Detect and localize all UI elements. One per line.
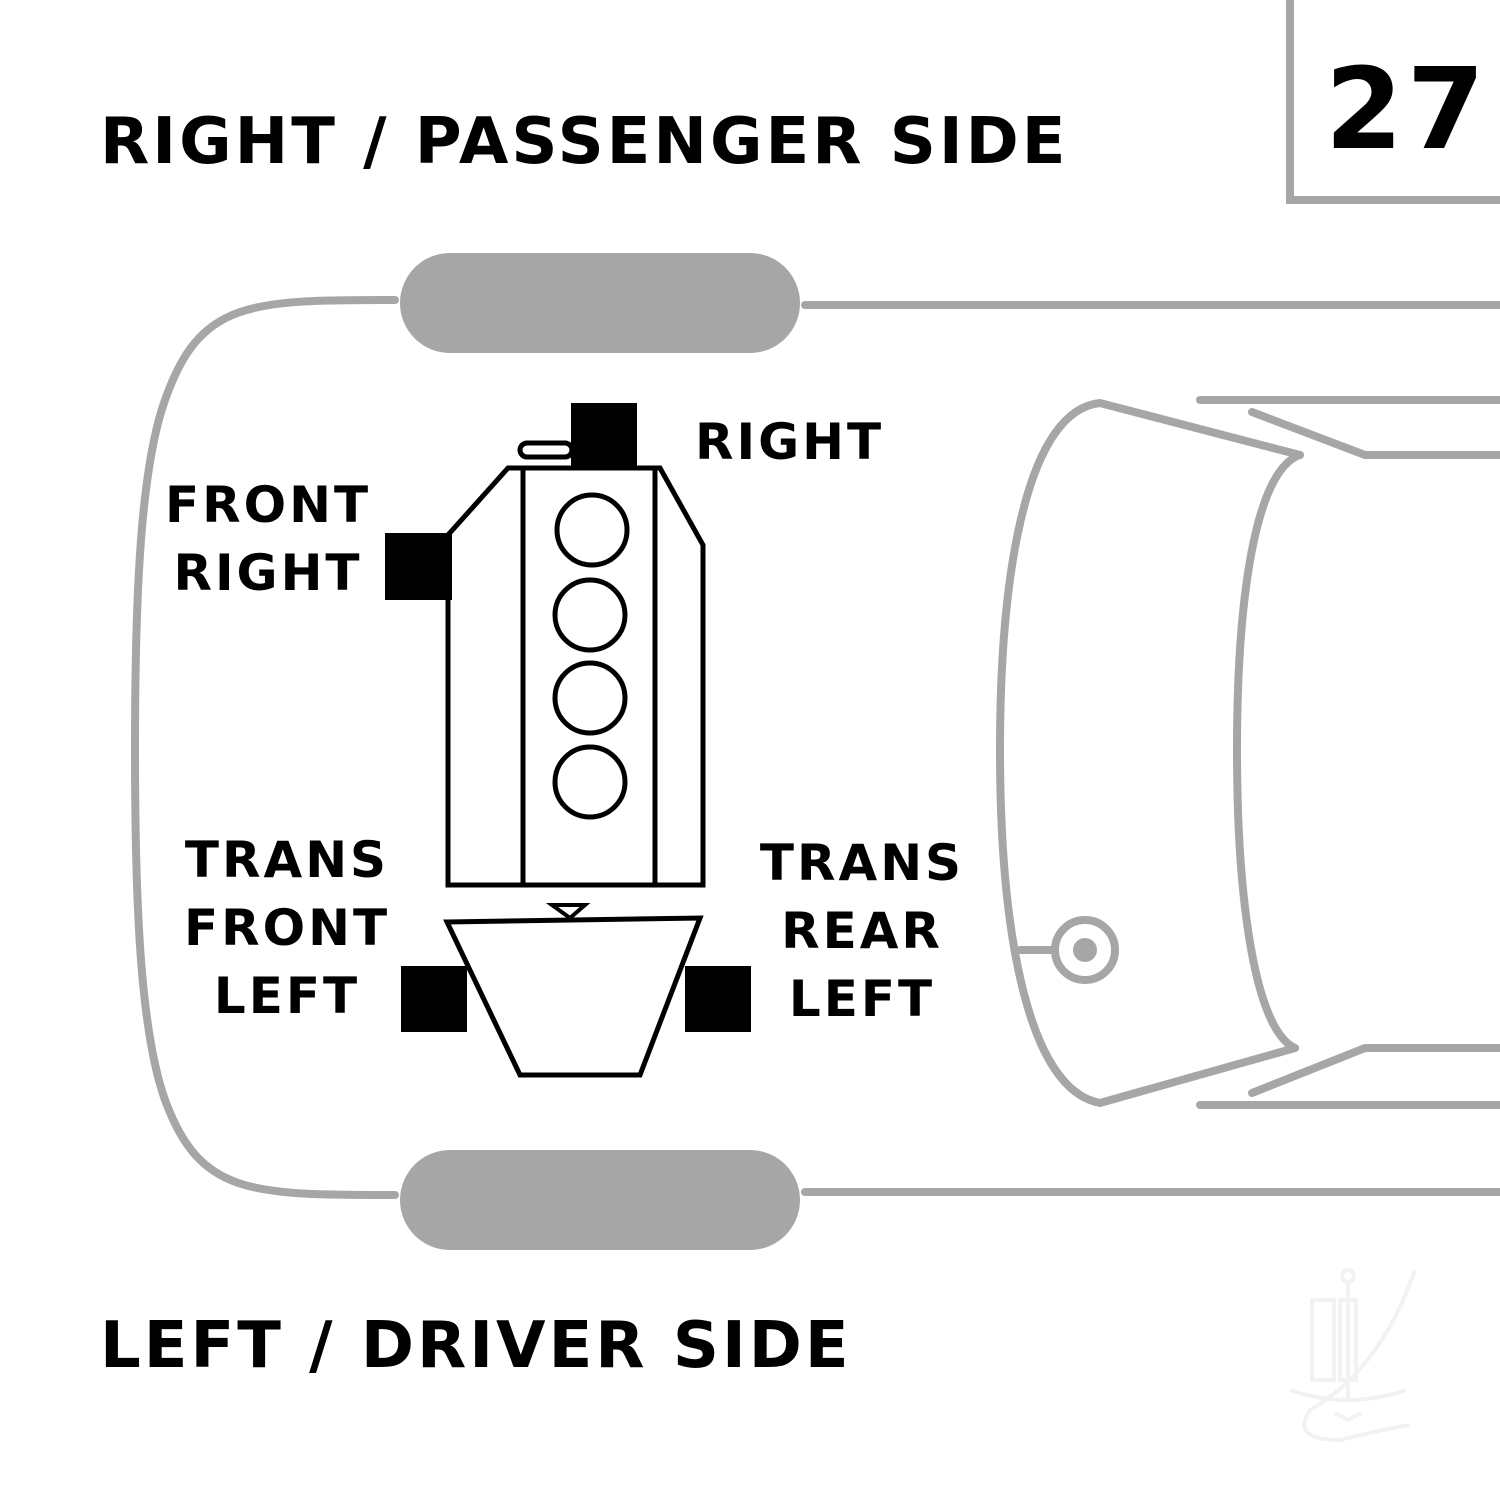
label-trans-front-left-2: FRONT (184, 899, 390, 957)
transmission (443, 915, 704, 1078)
cylinder-3 (552, 660, 628, 736)
diagram-number: 27 (1325, 45, 1489, 175)
label-trans-rear-left-3: LEFT (789, 970, 935, 1028)
mount-right[interactable] (571, 403, 637, 470)
mount-trans-front-left[interactable] (401, 966, 467, 1032)
label-front-right-2: RIGHT (173, 544, 362, 602)
anchor-logo-watermark (1289, 1268, 1417, 1443)
number-box (1286, 0, 1500, 204)
steering-wheel-icon (1073, 938, 1097, 962)
cylinder-4 (552, 744, 628, 820)
mount-front-right[interactable] (385, 533, 452, 600)
wheel-front-right (400, 253, 800, 353)
label-right: RIGHT (695, 413, 884, 471)
label-trans-front-left-3: LEFT (214, 967, 360, 1025)
windshield (995, 398, 1304, 1108)
engine (443, 440, 706, 1078)
label-front-right-1: FRONT (165, 476, 371, 534)
car-body-outline (130, 296, 1500, 1199)
label-trans-rear-left-1: TRANS (760, 834, 964, 892)
label-trans-front-left-1: TRANS (185, 831, 389, 889)
wheel-front-left (400, 1150, 800, 1250)
passenger-side-label: RIGHT / PASSENGER SIDE (100, 105, 1069, 179)
label-trans-rear-left-2: REAR (781, 902, 943, 960)
cylinder-2 (552, 577, 628, 653)
cylinder-1 (554, 492, 630, 568)
mount-trans-rear-left[interactable] (685, 966, 751, 1032)
driver-side-label: LEFT / DRIVER SIDE (100, 1309, 852, 1383)
